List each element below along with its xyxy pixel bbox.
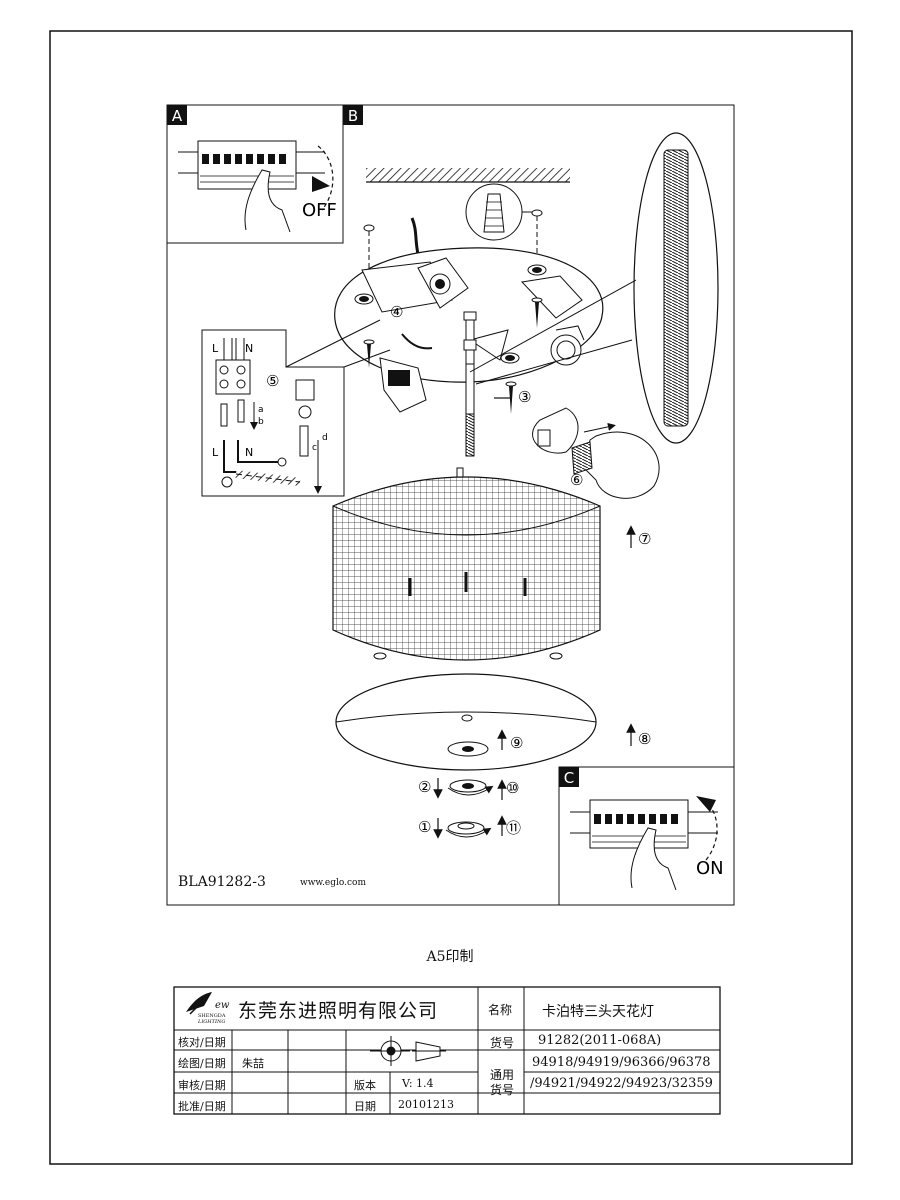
ceiling-hole: [363, 224, 375, 232]
threaded-rod: [463, 311, 477, 457]
wiring-inset: L N a b c d L N: [201, 319, 391, 497]
product-name: 卡泊特三头天花灯: [542, 1004, 654, 1020]
ceiling: [366, 168, 570, 183]
hand-c: [630, 827, 677, 891]
panel-c-letter: C: [564, 769, 574, 787]
screw: [505, 381, 517, 414]
check-label: 核对/日期: [178, 1036, 226, 1049]
general-items-2: /94921/94922/94923/32359: [530, 1076, 713, 1091]
step-7: ⑦: [638, 530, 651, 548]
arrow-a: [312, 176, 330, 192]
step-label-b: b: [258, 417, 264, 427]
panel-c-badge: [559, 767, 579, 787]
panel-c-switch-on: C ON: [558, 766, 735, 906]
step-6: ⑥: [570, 471, 583, 489]
wire-label-l-lower: L: [212, 446, 219, 459]
date-value: 20101213: [398, 1098, 454, 1111]
general-label-2: 货号: [490, 1083, 515, 1097]
switch-on-label: ON: [696, 858, 724, 879]
breaker-row-a: [197, 140, 297, 190]
drawing-frame: [166, 104, 735, 906]
rod-detail-callout: [469, 132, 719, 444]
drafter-name: 朱喆: [242, 1057, 264, 1070]
wire-label-n: N: [245, 342, 253, 355]
approve-label: 批准/日期: [178, 1100, 226, 1113]
version-value: V: 1.4: [402, 1077, 434, 1090]
finial-nut: [447, 779, 494, 796]
finial-cap: [445, 821, 492, 838]
fabric-shade: [332, 476, 601, 661]
hand-a: [244, 169, 291, 233]
wall-plug-callout: [465, 183, 540, 241]
panel-a-letter: A: [172, 107, 183, 125]
step-9: ⑨: [510, 734, 523, 752]
step-arrows: [433, 397, 636, 839]
print-note: A5印制: [426, 949, 474, 965]
switch-off-label: OFF: [302, 200, 337, 221]
title-block: [173, 986, 721, 1115]
step-3: ③: [518, 388, 531, 406]
wire-label-n-lower: N: [245, 446, 253, 459]
brand-line-1: SHENGDA: [198, 1013, 226, 1019]
glass-diffuser: [335, 673, 597, 771]
step-10: ⑩: [506, 779, 519, 797]
item-label: 货号: [490, 1036, 515, 1050]
sheet-border: [49, 30, 853, 1165]
step-4: ④: [390, 303, 403, 321]
general-items-1: 94918/94919/96366/96378: [532, 1055, 711, 1070]
brand-logo-icon: [186, 992, 212, 1012]
step-8: ⑧: [638, 730, 651, 748]
step-label-c: c: [312, 443, 317, 453]
panel-b-badge: [343, 105, 363, 125]
screw: [363, 339, 375, 368]
panel-a-badge: [167, 105, 187, 125]
terminal-block: [215, 359, 251, 395]
bulb-callout: [532, 407, 660, 499]
step-2: ②: [418, 778, 431, 796]
ceiling-hole: [531, 209, 543, 217]
arrow-c: [696, 796, 716, 812]
step-label-d: d: [322, 433, 328, 443]
item-number: 91282(2011-068A): [538, 1033, 662, 1048]
name-label: 名称: [488, 1003, 513, 1017]
screw: [531, 297, 543, 328]
ground-icon: [221, 476, 233, 488]
panel-b-letter: B: [348, 107, 358, 125]
date-label: 日期: [354, 1100, 376, 1113]
drawing-code: BLA91282-3: [178, 874, 266, 890]
panel-a-switch-off: A OFF: [166, 104, 344, 244]
breaker-row-c: [589, 799, 689, 849]
draw-label: 绘图/日期: [178, 1057, 226, 1070]
step-5: ⑤: [266, 372, 279, 390]
brand-line-2: LIGHTING: [198, 1019, 226, 1025]
general-label-1: 通用: [490, 1068, 515, 1082]
review-label: 审核/日期: [178, 1079, 226, 1092]
step-numbers: ① ② ③ ④ ⑤ ⑥ ⑦ ⑧ ⑨ ⑩ ⑪: [266, 303, 651, 837]
step-1: ①: [418, 818, 431, 836]
wire-label-l: L: [212, 342, 219, 355]
company-name: 东莞东进照明有限公司: [238, 1000, 439, 1022]
step-11: ⑪: [506, 819, 521, 837]
brand-word: ew: [215, 1000, 230, 1011]
version-label: 版本: [354, 1079, 376, 1092]
step-label-a: a: [258, 405, 264, 415]
website-link: www.eglo.com: [300, 878, 366, 888]
